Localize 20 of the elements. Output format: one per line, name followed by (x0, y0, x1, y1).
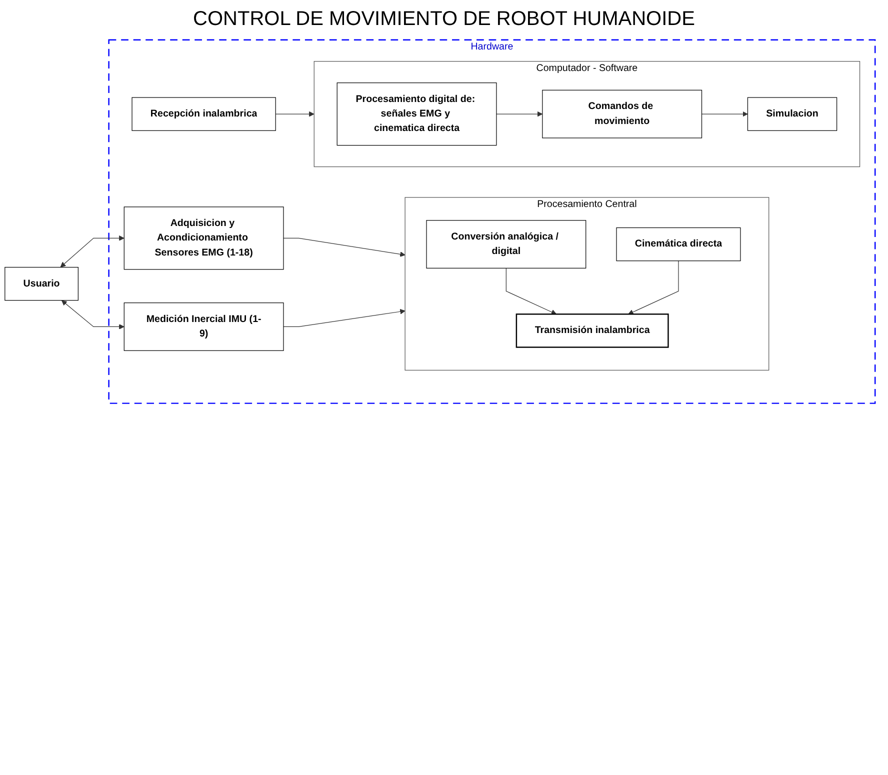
arrow (60, 235, 124, 268)
arrow (506, 268, 556, 315)
node-box: Cinemática directa (616, 227, 741, 262)
arrow (701, 111, 748, 117)
diagram-title: CONTROL DE MOVIMIENTO DE ROBOT HUMANOIDE (192, 8, 696, 31)
arrow (283, 308, 406, 328)
node-box: Conversión analógica / digital (426, 220, 586, 268)
node-box: Adquisicion y Acondicionamiento Sensores EMG (1-18) (124, 206, 284, 270)
arrow (496, 111, 543, 117)
arrow (283, 238, 406, 257)
node-box: Comandos de movimiento (542, 90, 702, 138)
node-box: Transmisión inalambrica (516, 314, 669, 348)
node-box: Usuario (4, 266, 78, 301)
arrow (275, 111, 314, 117)
node-box: Procesamiento digital de: señales EMG y cinematica directa (336, 82, 497, 146)
node-box: Simulacion (747, 97, 838, 131)
arrow (628, 260, 679, 315)
node-box: Medición Inercial IMU (1-9) (124, 302, 284, 351)
arrow (62, 300, 124, 330)
node-box: Recepción inalambrica (132, 97, 276, 131)
